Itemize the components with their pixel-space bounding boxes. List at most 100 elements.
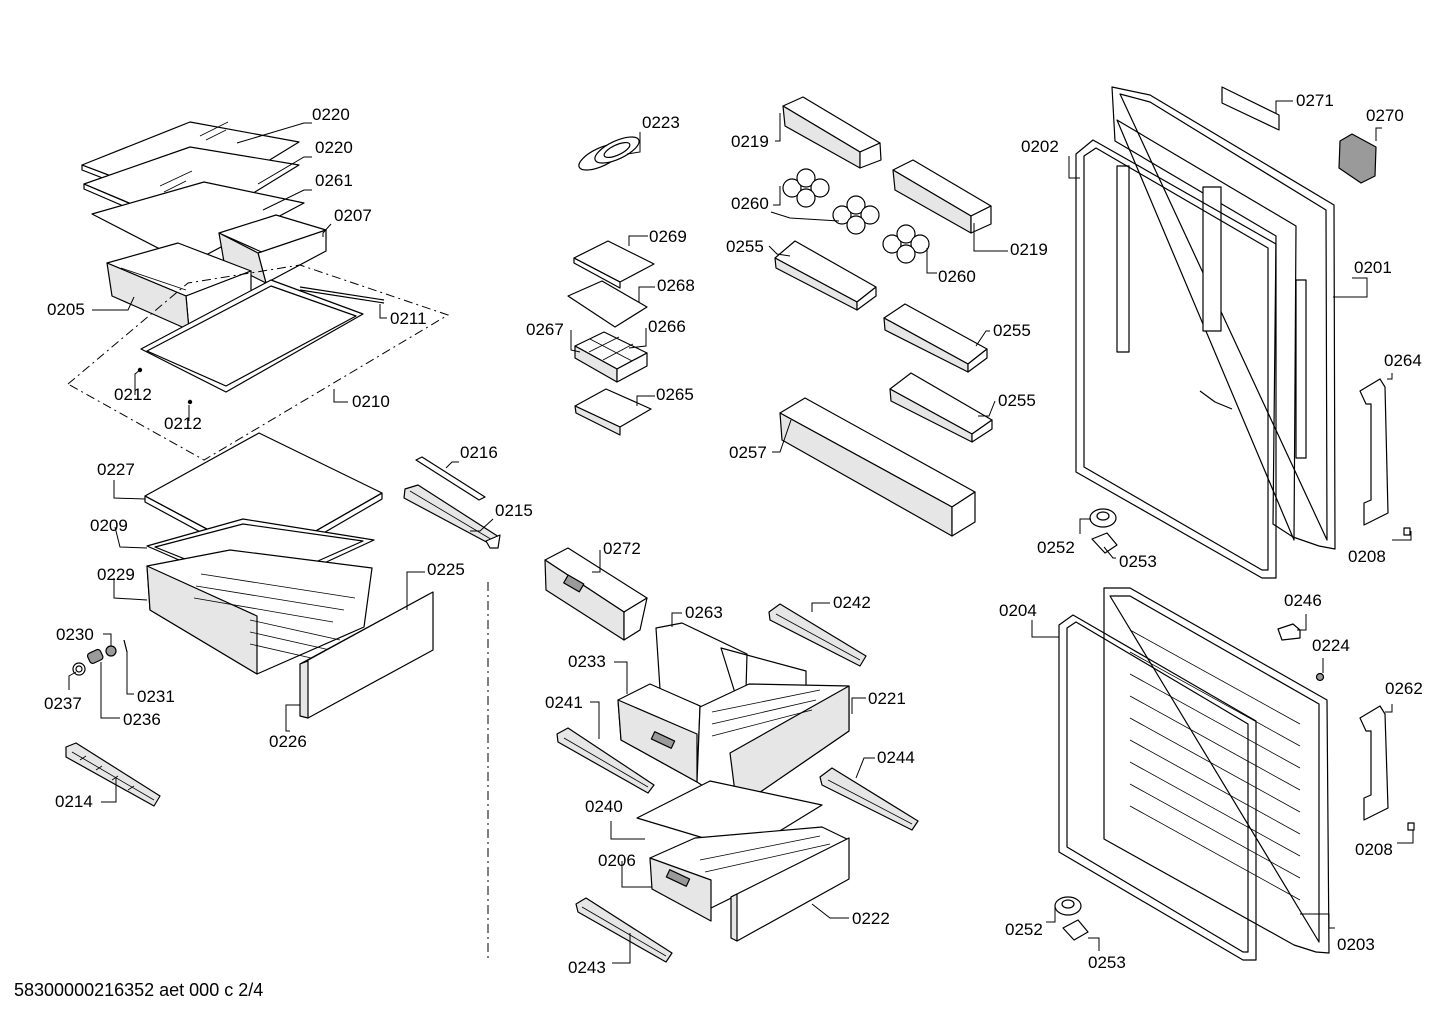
drawer-rail-0242 <box>768 603 867 667</box>
part-label: 0253 <box>1088 953 1126 972</box>
door-bin-0255-b <box>883 303 988 373</box>
hinge-0252-0253-top <box>1089 508 1118 554</box>
freezer-door-0203 <box>1103 587 1330 954</box>
part-label: 0204 <box>999 601 1037 620</box>
part-label: 0227 <box>97 460 135 479</box>
part-label: 0267 <box>526 320 564 339</box>
leader-lines <box>68 100 1414 964</box>
part-label: 0215 <box>495 501 533 520</box>
drawer-rail-0215 <box>403 484 501 549</box>
part-label: 0260 <box>731 194 769 213</box>
part-label: 0208 <box>1348 547 1386 566</box>
part-label: 0209 <box>90 516 128 535</box>
insert-0268 <box>567 280 648 328</box>
part-label: 0212 <box>114 385 152 404</box>
drawer-front-0222 <box>730 837 850 942</box>
part-label: 0225 <box>427 560 465 579</box>
part-label: 0242 <box>833 593 871 612</box>
hinge-cover-0246 <box>1277 623 1301 641</box>
part-label: 0270 <box>1366 106 1404 125</box>
part-label: 0216 <box>460 443 498 462</box>
drawer-rail-0244 <box>819 767 919 831</box>
part-label: 0223 <box>642 113 680 132</box>
freezer-drawer-0221 <box>696 683 850 809</box>
part-label: 0219 <box>731 132 769 151</box>
part-label: 0263 <box>685 603 723 622</box>
door-bin-0219-b <box>892 159 992 234</box>
door-gasket-0202 <box>1075 139 1277 579</box>
door-bin-0255-c <box>889 372 993 443</box>
door-handle-0262 <box>1359 705 1389 821</box>
door-bin-0219-a <box>782 96 882 169</box>
part-label: 0214 <box>55 792 93 811</box>
part-labels: 0220 0220 0261 0207 0205 0211 0212 0212 … <box>44 91 1423 977</box>
egg-tray-0223 <box>578 136 640 171</box>
part-label: 0253 <box>1119 552 1157 571</box>
part-label: 0208 <box>1355 840 1393 859</box>
shelf-box-0205 <box>106 242 252 331</box>
part-label: 0262 <box>1385 679 1423 698</box>
tray-0269 <box>573 240 655 289</box>
part-label: 0222 <box>852 909 890 928</box>
small-part-0208-bottom <box>1407 822 1415 831</box>
part-label: 0271 <box>1296 91 1334 110</box>
drawer-rail-0216 <box>415 456 486 501</box>
part-label: 0260 <box>938 267 976 286</box>
part-label: 0246 <box>1284 591 1322 610</box>
shelf-frame-0210 <box>67 264 450 461</box>
part-label: 0220 <box>315 138 353 157</box>
egg-holder-0260-b <box>832 195 880 235</box>
part-label: 0224 <box>1312 636 1350 655</box>
part-label: 0201 <box>1354 258 1392 277</box>
part-label: 0243 <box>568 958 606 977</box>
door-bin-0255-a <box>774 240 877 311</box>
screw-0224 <box>1315 672 1325 682</box>
door-handle-0264 <box>1359 378 1389 526</box>
drawer-rail-0214 <box>65 742 161 807</box>
part-label: 0202 <box>1021 137 1059 156</box>
part-label: 0241 <box>545 693 583 712</box>
part-label: 0240 <box>585 797 623 816</box>
tray-0265 <box>574 388 652 436</box>
part-label: 0229 <box>97 565 135 584</box>
door-bin-0257 <box>779 397 976 537</box>
part-label: 0252 <box>1037 538 1075 557</box>
part-label: 0237 <box>44 694 82 713</box>
part-label: 0265 <box>656 385 694 404</box>
part-label: 0203 <box>1337 935 1375 954</box>
part-label: 0266 <box>648 317 686 336</box>
part-label: 0236 <box>123 710 161 729</box>
part-label: 0211 <box>390 309 427 328</box>
part-label: 0206 <box>598 851 636 870</box>
part-label: 0268 <box>657 276 695 295</box>
part-label: 0207 <box>334 206 372 225</box>
part-label: 0205 <box>47 300 85 319</box>
part-label: 0264 <box>1384 351 1422 370</box>
small-parts-0230-0237 <box>72 639 128 676</box>
freezer-gasket-0204 <box>1058 614 1257 961</box>
part-label: 0219 <box>1010 240 1048 259</box>
display-label-0271 <box>1221 86 1280 131</box>
drawer-front-0225 <box>299 591 434 719</box>
part-label: 0221 <box>868 689 906 708</box>
part-label: 0255 <box>726 237 764 256</box>
part-label: 0212 <box>164 414 202 433</box>
part-label: 0233 <box>568 652 606 671</box>
shelf-insert-0261 <box>91 181 305 265</box>
part-label: 0257 <box>729 443 767 462</box>
control-board-0270 <box>1338 133 1377 184</box>
part-label: 0269 <box>649 227 687 246</box>
part-label: 0220 <box>312 105 350 124</box>
part-label: 0226 <box>269 732 307 751</box>
drawer-rail-0241 <box>556 727 655 794</box>
egg-holder-0260-a <box>782 168 830 208</box>
part-label: 0252 <box>1005 920 1043 939</box>
egg-holder-0260-c <box>882 224 930 264</box>
ice-cube-tray-0266 <box>574 331 648 383</box>
part-label: 0231 <box>137 687 175 706</box>
small-part-0208-top <box>1403 527 1411 536</box>
part-label: 0244 <box>877 748 915 767</box>
part-label: 0261 <box>315 171 353 190</box>
drawer-rail-0243 <box>575 897 673 963</box>
